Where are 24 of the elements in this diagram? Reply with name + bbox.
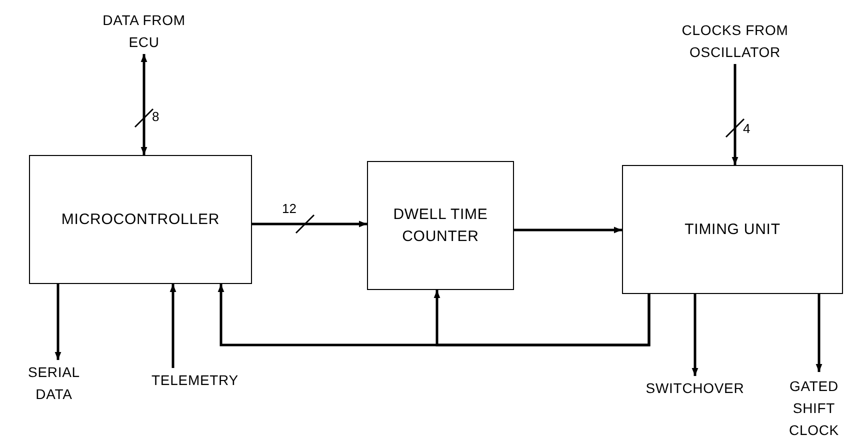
arrow	[170, 284, 176, 368]
signal-label: SWITCHOVER	[630, 376, 760, 400]
arrow	[732, 64, 738, 165]
bus-width-label: 8	[152, 110, 160, 123]
block-label: TIMING UNIT	[684, 220, 780, 240]
block-label: MICROCONTROLLER	[61, 210, 220, 230]
arrow	[692, 294, 698, 376]
signal-label: TELEMETRY	[135, 368, 255, 392]
bus-width-label: 4	[743, 122, 750, 135]
arrow	[434, 290, 650, 346]
arrow	[514, 226, 622, 234]
block-box	[622, 165, 843, 294]
arrow	[252, 220, 367, 228]
signal-label: CLOCKS FROM OSCILLATOR	[655, 18, 815, 64]
block-box	[29, 155, 252, 284]
arrow	[54, 284, 62, 360]
signal-label: GATED SHIFT CLOCK	[779, 372, 849, 444]
bus-width-label: 12	[282, 202, 296, 215]
arrow	[140, 54, 148, 155]
block-box	[367, 161, 514, 290]
signal-label: SERIAL DATA	[14, 360, 94, 406]
signal-label: DATA FROM ECU	[94, 8, 194, 54]
block-label: DWELL TIME COUNTER	[392, 204, 489, 246]
arrow	[816, 294, 822, 372]
